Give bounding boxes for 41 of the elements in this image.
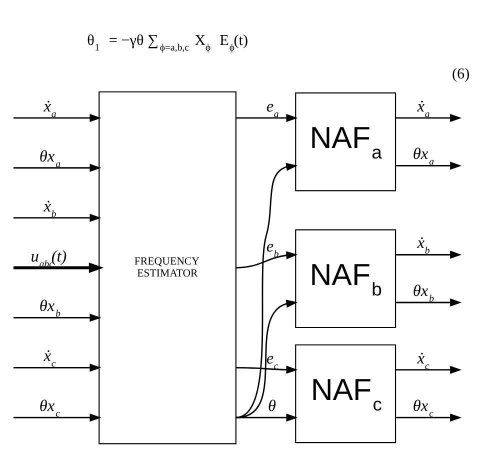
arrow <box>14 363 102 372</box>
arrow <box>396 413 462 422</box>
edge-label: θx$_{a}$ <box>412 144 434 168</box>
arrow <box>14 313 102 322</box>
arrow <box>14 113 102 122</box>
edge-label: ẋ$_{a}$ <box>44 96 56 120</box>
edge-label: θx$_{c}$ <box>39 396 60 420</box>
arrow <box>396 298 462 306</box>
edge-label: θx$_{c}$ <box>412 396 434 420</box>
edge-label: ẋ$_{b}$ <box>417 232 430 256</box>
arrow <box>236 250 298 268</box>
arrow <box>236 162 298 418</box>
edge-label: e$_{b}$ <box>266 236 279 260</box>
arrow <box>14 413 102 422</box>
node-box: NAF$_{c}$ <box>295 344 396 443</box>
edge-label: ẋ$_{b}$ <box>44 196 56 220</box>
node-box: NAF$_{b}$ <box>295 228 396 328</box>
node-box: NAF$_{a}$ <box>295 92 396 191</box>
edge-label: ẋ$_{c}$ <box>44 346 56 370</box>
arrow <box>236 113 298 122</box>
label: (6) <box>452 65 470 82</box>
arrow <box>14 163 102 172</box>
edge-label: θx$_{b}$ <box>39 296 61 320</box>
arrow <box>14 262 104 272</box>
arrow <box>236 299 298 418</box>
arrow <box>396 250 462 258</box>
edge-label: e$_{a}$ <box>266 96 279 120</box>
arrow <box>396 161 462 170</box>
arrow <box>396 365 462 374</box>
edge-label: θx$_{a}$ <box>39 146 61 170</box>
edge-label: ẋ$_{c}$ <box>417 348 430 372</box>
node-box: FREQUENCY ESTIMATOR <box>98 90 236 444</box>
edge-label: ẋ$_{a}$ <box>417 96 430 120</box>
arrow <box>14 213 102 222</box>
label: θ$_{1}$ = −γθ ∑$_{ϕ=a,b,c}$ X$_{ϕ}$ E$_{ϕ}$(t) <box>87 31 248 53</box>
edge-label: e$_{c}$ <box>266 348 278 372</box>
edge-label: θ <box>268 396 276 415</box>
arrow <box>236 365 298 374</box>
arrow <box>236 413 298 422</box>
edge-label: θx$_{b}$ <box>412 280 434 304</box>
arrow <box>396 113 462 122</box>
